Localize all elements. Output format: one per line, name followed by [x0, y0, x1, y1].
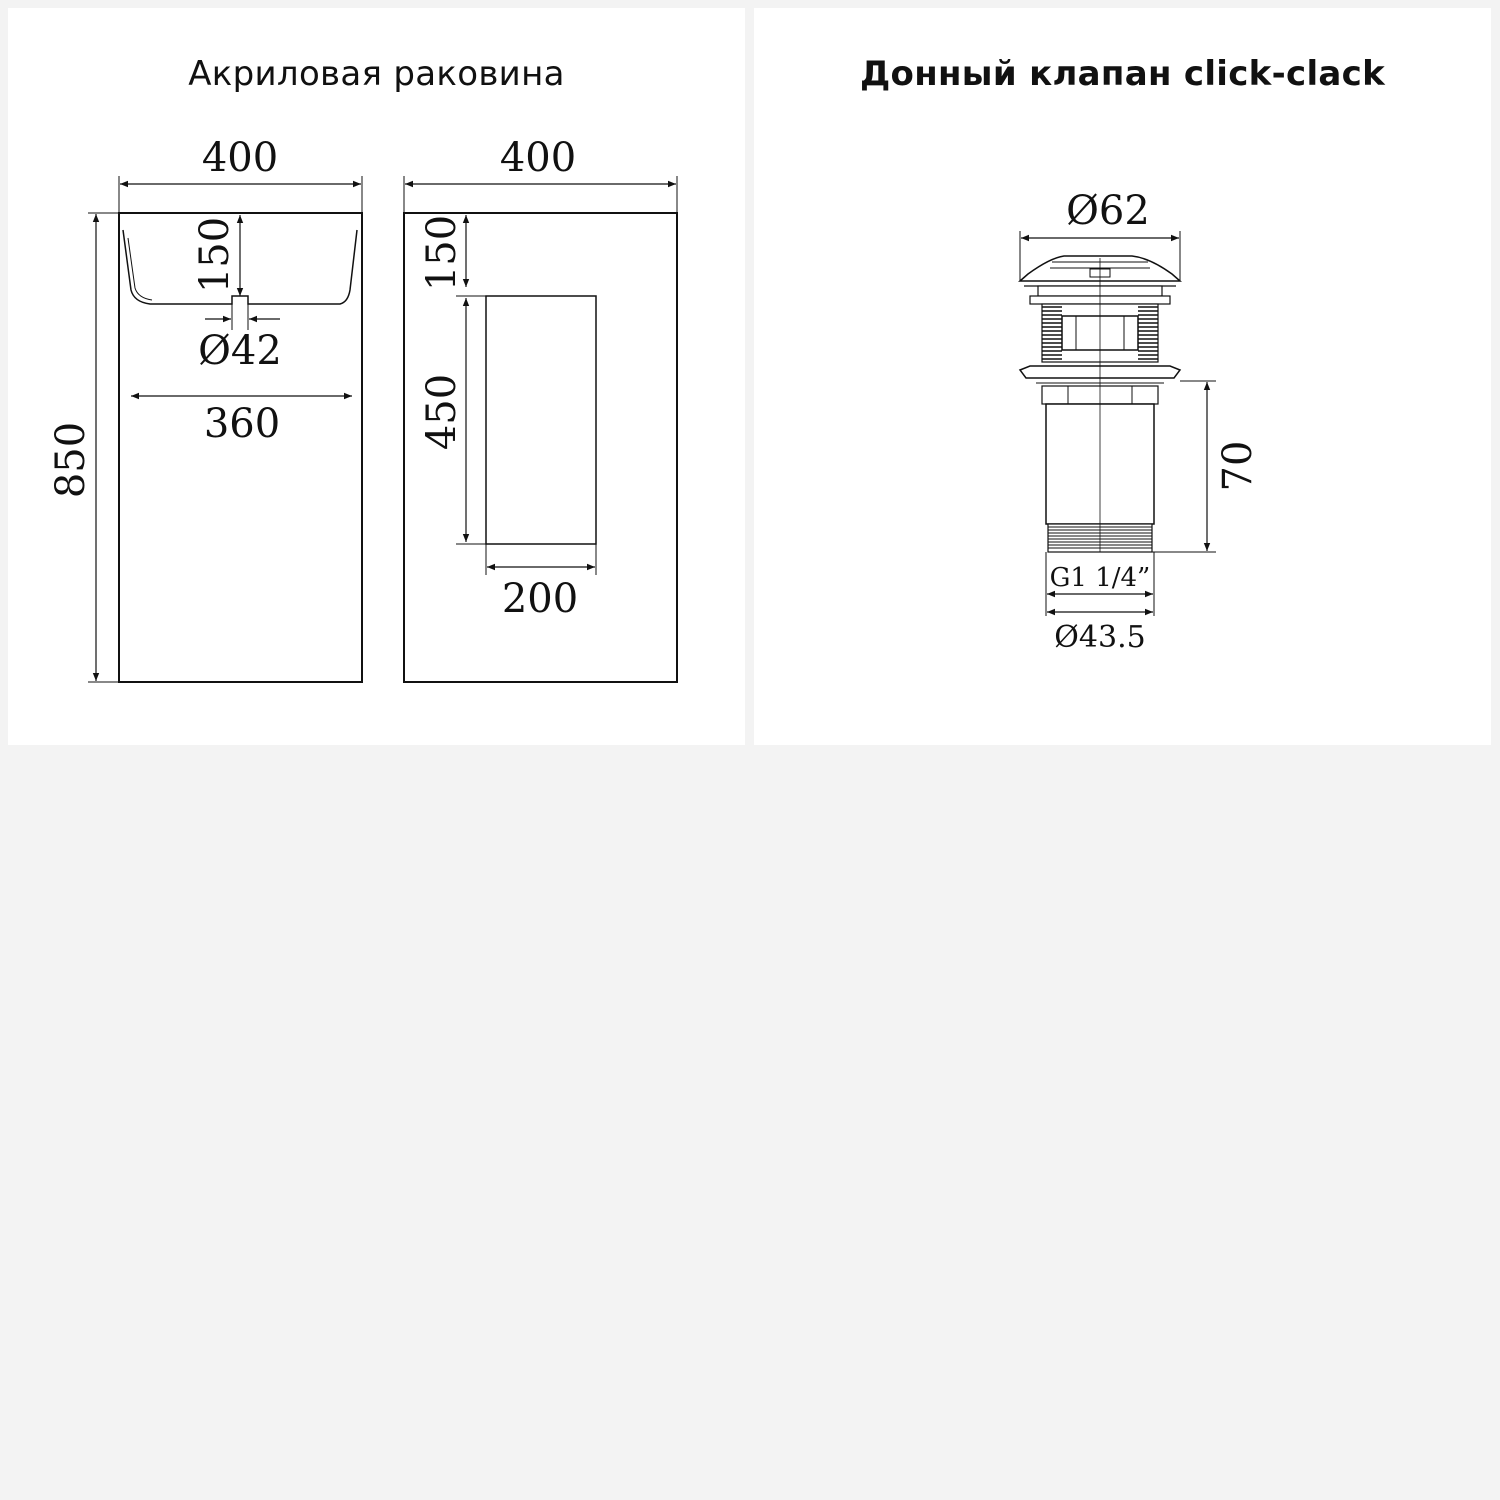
cap-diameter-label: Ø62 — [1066, 188, 1150, 234]
sink-front-view — [88, 176, 363, 683]
sink-height-label: 850 — [48, 422, 94, 498]
sink-side-outline — [403, 212, 678, 683]
drain-diameter-label: Ø42 — [198, 328, 282, 374]
sink-bowl-inner-line — [127, 237, 153, 301]
bowl-depth-label: 150 — [192, 217, 238, 293]
sink-side-niche — [485, 295, 597, 545]
niche-height-label: 450 — [419, 374, 465, 450]
sink-width-label: 400 — [202, 135, 278, 181]
inner-width-label: 360 — [204, 401, 280, 447]
niche-width-label: 200 — [502, 576, 578, 622]
sink-panel-title: Акриловая раковина — [188, 54, 565, 94]
valve-length-label: 70 — [1215, 441, 1261, 492]
side-width-label: 400 — [500, 135, 576, 181]
valve-upper-thread — [1042, 306, 1158, 360]
sink-panel: Акриловая раковина — [8, 8, 745, 745]
sink-side-view — [403, 176, 678, 683]
thread-size-label: G1 1/4” — [1050, 563, 1151, 593]
side-top-offset-label: 150 — [419, 215, 465, 291]
valve-panel: Донный клапан click-clack — [754, 8, 1491, 745]
valve-panel-title: Донный клапан click-clack — [859, 54, 1386, 94]
drain-valve-drawing — [1018, 231, 1216, 616]
sink-front-outline — [118, 212, 363, 683]
outlet-diameter-label: Ø43.5 — [1054, 620, 1145, 655]
